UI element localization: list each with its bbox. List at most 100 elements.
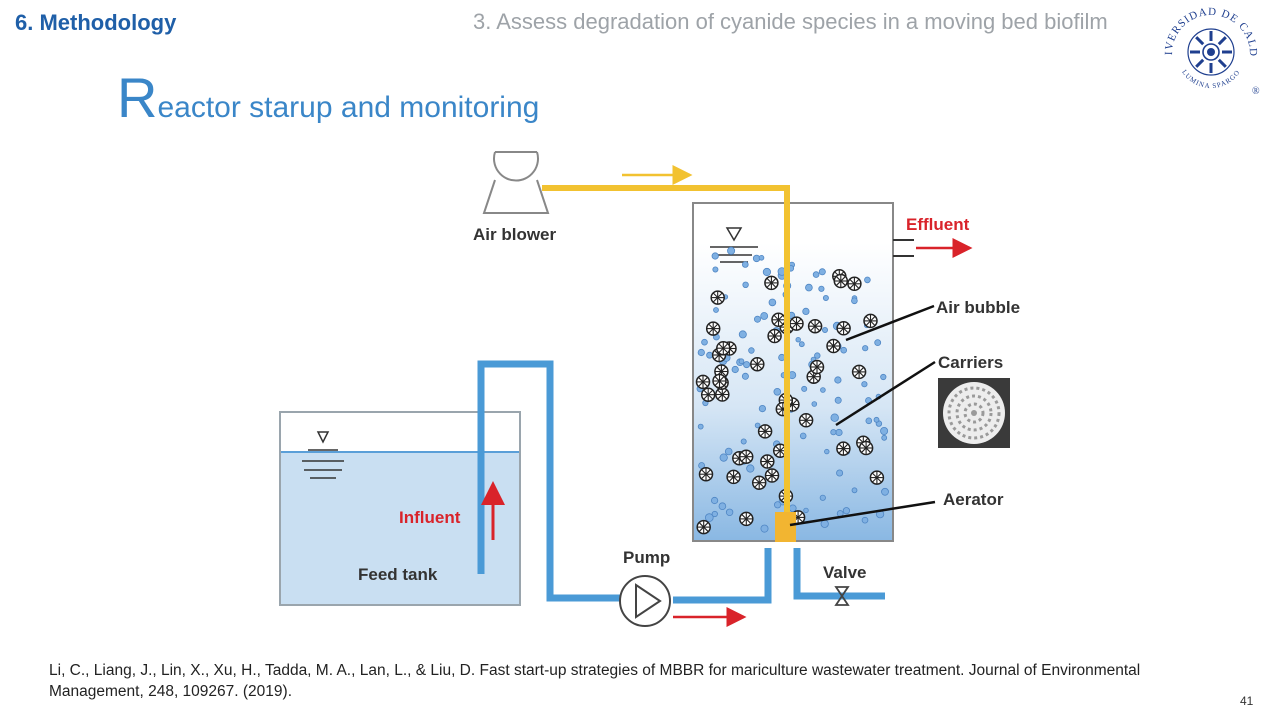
title-initial: R <box>117 66 158 129</box>
carrier-icon <box>712 373 727 389</box>
air-bubble <box>861 516 869 524</box>
carrier-icon <box>836 441 851 456</box>
air-bubble <box>822 326 829 333</box>
air-bubble <box>811 401 818 407</box>
air-bubble <box>836 469 844 477</box>
air-bubble <box>742 281 749 288</box>
air-bubble <box>738 358 745 365</box>
carrier-icon <box>696 519 711 535</box>
carrier-icon <box>710 290 725 305</box>
air-bubble <box>874 339 882 347</box>
carrier-icon <box>798 413 814 428</box>
carrier-icon <box>851 364 867 380</box>
air-bubble <box>864 276 871 284</box>
air-bubble <box>880 373 887 381</box>
air-bubble <box>701 338 708 346</box>
air-bubble <box>727 246 736 255</box>
air-bubble <box>748 347 755 354</box>
logo-registered: ® <box>1252 86 1261 97</box>
air-bubble <box>718 502 727 511</box>
carrier-icon <box>751 475 767 490</box>
air-bubble <box>758 405 766 413</box>
air-bubble <box>820 387 826 393</box>
air-bubble <box>753 315 761 323</box>
air-bubble <box>834 396 842 404</box>
air-bubble <box>834 376 842 384</box>
air-bubble <box>805 283 813 292</box>
carrier-icon <box>869 470 885 485</box>
carrier-icon <box>863 313 878 329</box>
carrier-icon <box>836 321 851 336</box>
air-bubble <box>760 312 769 320</box>
aerator-block <box>775 512 796 542</box>
air-bubble <box>740 438 747 445</box>
section-title: 6. Methodology <box>15 10 177 35</box>
carrier-icon <box>738 449 754 464</box>
carrier-icon <box>789 316 804 331</box>
carrier-icon <box>757 424 773 439</box>
air-bubble <box>881 487 889 496</box>
carrier-icon <box>764 275 779 291</box>
air-bubble <box>760 524 769 533</box>
air-bubble <box>704 513 714 522</box>
air-bubble <box>801 385 808 392</box>
air-bubble <box>830 413 839 422</box>
air-bubble <box>711 252 719 260</box>
air-bubble <box>706 351 714 359</box>
air-bubble <box>713 307 719 313</box>
carrier-icon <box>764 468 780 483</box>
slide-subtitle: 3. Assess degradation of cyanide species… <box>473 9 1108 34</box>
air-bubble <box>873 416 880 423</box>
air-bubble <box>788 504 797 513</box>
air-bubble <box>711 510 718 518</box>
carrier-icon <box>767 328 782 344</box>
air-pipe <box>542 185 790 512</box>
carrier-icon <box>760 454 775 469</box>
label-air-bubble: Air bubble <box>936 298 1020 317</box>
carrier-icon <box>771 312 786 328</box>
label-valve: Valve <box>823 563 867 582</box>
air-bubble <box>710 496 719 505</box>
air-bubble <box>741 372 749 380</box>
air-bubble <box>861 381 868 388</box>
air-bubble <box>724 447 733 456</box>
citation: Li, C., Liang, J., Lin, X., Xu, H., Tadd… <box>49 662 1141 700</box>
air-bubble <box>814 352 821 359</box>
carrier-icon <box>809 359 825 375</box>
air-bubble <box>758 255 765 261</box>
air-bubble <box>851 297 858 305</box>
label-effluent: Effluent <box>906 215 970 234</box>
carrier-icon <box>750 356 765 372</box>
air-bubble <box>746 464 755 473</box>
air-bubble <box>820 519 829 528</box>
carrier-icon <box>698 466 714 482</box>
air-blower-icon <box>482 151 550 214</box>
air-bubble <box>881 434 888 441</box>
air-bubble <box>824 448 830 455</box>
carrier-icon <box>847 276 862 292</box>
air-bubble <box>803 507 809 514</box>
air-bubble <box>818 268 826 276</box>
air-bubble <box>818 285 825 292</box>
air-bubble <box>799 432 807 440</box>
label-feed-tank: Feed tank <box>358 565 438 584</box>
carrier-icon <box>716 340 731 356</box>
water-pipe <box>477 360 885 604</box>
label-air-blower: Air blower <box>473 225 557 244</box>
air-bubble <box>819 494 826 501</box>
air-bubble <box>830 429 837 436</box>
label-aerator: Aerator <box>943 490 1004 509</box>
carrier-icon <box>858 440 874 456</box>
air-bubble <box>835 428 843 437</box>
air-bubble <box>842 507 851 515</box>
air-bubble <box>851 487 858 494</box>
pump-icon <box>619 575 671 627</box>
air-bubble <box>795 336 801 343</box>
carrier-icon <box>700 387 716 402</box>
slide-title: Reactor starup and monitoring <box>117 68 539 128</box>
air-bubble <box>731 365 739 374</box>
carrier-icon <box>695 374 711 390</box>
air-bubble <box>743 361 751 369</box>
label-carriers: Carriers <box>938 353 1003 372</box>
air-bubble <box>862 345 869 352</box>
